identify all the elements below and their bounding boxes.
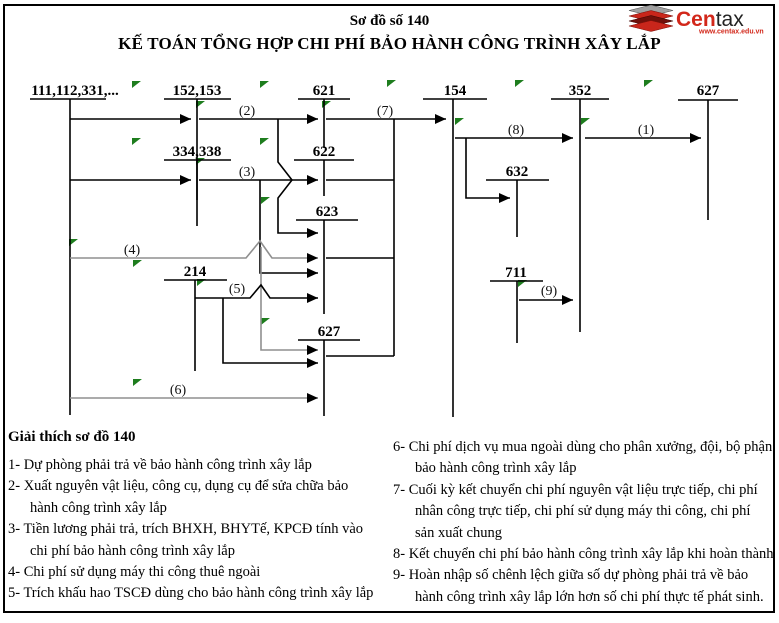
account-code: 623 [316,204,339,220]
flow-label-6: (6) [170,383,187,398]
account-code: 632 [506,164,529,180]
legend-item-3: 3- Tiền lương phải trả, trích BHXH, BHYT… [8,521,364,538]
green-marker-icon [261,197,270,204]
legend-right-column: 6- Chi phí dịch vụ mua ngoài dùng cho ph… [393,437,777,608]
legend-item-2-cont: hành công trình xây lắp [30,499,167,516]
centax-logo-icon [628,4,674,32]
green-marker-icon [132,138,141,145]
flow-label-3: (3) [239,165,256,180]
account-code: 352 [569,83,592,99]
green-marker-icon [132,81,141,88]
centax-logo-graphic: Centax www.centax.edu.vn [628,4,764,36]
green-marker-icon [196,101,205,108]
taccount-352: 352 [551,83,609,332]
flow-label-5: (5) [229,282,246,297]
legend-item-5: 5- Trích khấu hao TSCĐ dùng cho bảo hành… [8,585,374,602]
green-marker-icon [387,80,396,87]
flow-branch-152153-to-623 [277,119,318,238]
green-marker-icon [133,260,142,267]
flow-label-9: (9) [541,284,558,299]
green-marker-icon [455,118,464,125]
flow-label-8: (8) [508,123,525,138]
green-marker-icons [69,80,653,386]
account-code: 711 [505,265,527,281]
diagram-main-title: KẾ TOÁN TỔNG HỢP CHI PHÍ BẢO HÀNH CÔNG T… [118,34,661,53]
flow-line-4-111-to-623 [70,239,318,263]
taccount-632: 632 [486,164,549,237]
flow-label-2: (2) [239,104,256,119]
diagram-number-title: Sơ đồ số 140 [349,13,430,29]
green-marker-icon [581,118,590,125]
centax-website-text: www.centax.edu.vn [698,29,764,36]
legend-heading: Giải thích sơ đồ 140 [8,429,136,445]
green-marker-icon [260,81,269,88]
legend-left-column: Giải thích sơ đồ 140 1- Dự phòng phải tr… [8,429,403,605]
flow-branch-154-to-632 [465,138,510,203]
taccount-154: 154 [423,83,487,417]
centax-brand-text: Centax [676,8,744,31]
page-title: Sơ đồ số 140 KẾ TOÁN TỔNG HỢP CHI PHÍ BẢ… [0,13,779,54]
flow-label-4: (4) [124,243,141,258]
flow-label-7: (7) [377,104,394,119]
taccount-622: 622 [294,144,354,196]
page-border-frame [3,4,775,613]
taccount-627-right: 627 [678,83,738,220]
taccount-711: 711 [490,265,543,343]
legend-item-9-cont: hành công trình xây lắp lớn hơn số chi p… [415,588,764,605]
account-code: 627 [318,324,341,340]
flow-branch-5-to-627 [222,298,318,368]
taccount-623: 623 [296,204,358,314]
flow-line-5-214-to-623 [195,283,318,303]
account-code: 622 [313,144,336,160]
legend-item-7: 7- Cuối kỳ kết chuyển chi phí nguyên vật… [393,481,758,498]
green-marker-icon [69,239,78,246]
green-marker-icon [261,318,270,325]
green-marker-icon [515,80,524,87]
legend-item-7-cont2: sản xuất chung [415,524,502,541]
taccount-214: 214 [164,264,227,371]
account-code: 111,112,331,... [31,83,119,99]
legend-item-3-cont: chi phí bảo hành công trình xây lắp [30,542,235,559]
legend-item-9: 9- Hoàn nhập số chênh lệch giữa số dự ph… [393,567,749,584]
green-marker-icon [260,138,269,145]
legend-item-4: 4- Chi phí sử dụng máy thi công thuê ngo… [8,564,261,581]
taccount-627-left: 627 [298,324,360,416]
green-marker-icon [133,379,142,386]
account-code: 627 [697,83,720,99]
legend-item-1: 1- Dự phòng phải trả về bảo hành công tr… [8,457,312,473]
account-code: 214 [184,264,207,280]
legend-item-7-cont: nhân công trực tiếp, chi phí sử dụng máy… [415,503,751,520]
legend-item-2: 2- Xuất nguyên vật liệu, công cụ, dụng c… [8,478,349,495]
centax-logo: Centax www.centax.edu.vn [627,4,777,36]
taccount-621: 621 [298,83,350,148]
green-marker-icon [644,80,653,87]
flow-branch-4-to-627 [260,247,318,355]
taccount-334-338: 334,338 [164,144,231,226]
account-code: 334,338 [173,144,222,160]
account-code: 152,153 [173,83,222,99]
legend-item-6-cont: bảo hành công trình xây lắp [415,460,577,477]
taccount-111-112-331: 111,112,331,... [30,83,119,415]
legend-item-6: 6- Chi phí dịch vụ mua ngoài dùng cho ph… [393,439,773,455]
legend-item-8: 8- Kết chuyển chi phí bảo hành công trìn… [393,546,774,563]
account-code: 621 [313,83,336,99]
account-code: 154 [444,83,467,99]
flow-label-1: (1) [638,123,655,138]
flow-branch-334338-to-623 [259,180,318,278]
